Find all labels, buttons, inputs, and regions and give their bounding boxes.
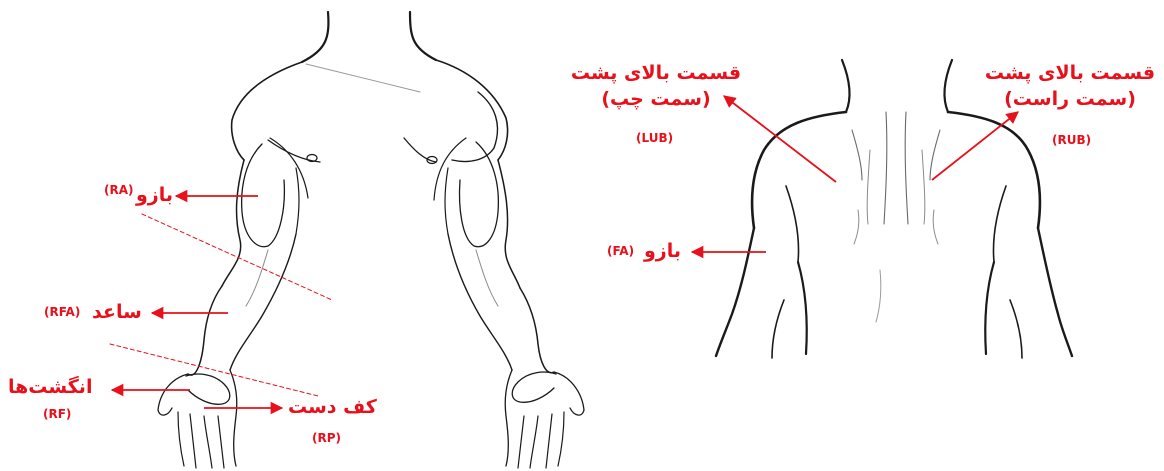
label-left-upper-back: قسمت بالای پشت (سمت چپ)	[566, 64, 746, 109]
label-right-upper-back-line2: (سمت راست)	[980, 90, 1160, 109]
label-left-upper-back-code: (LUB)	[636, 132, 673, 144]
label-arm-code: (RA)	[104, 184, 134, 196]
label-forearm: ساعد	[92, 303, 142, 322]
label-back-arm-code: (FA)	[607, 245, 634, 257]
label-arrows	[112, 96, 1018, 408]
label-back-arm: بازو	[644, 242, 681, 261]
label-arm: بازو	[136, 186, 173, 205]
label-right-upper-back-line1: قسمت بالای پشت	[980, 64, 1160, 83]
label-palm-code: (RP)	[312, 432, 341, 444]
arrow-right-upper-back	[932, 112, 1018, 180]
left-arm-figure	[404, 12, 584, 468]
label-right-upper-back-code: (RUB)	[1052, 134, 1091, 146]
label-fingers: انگشت‌ها	[8, 378, 92, 397]
label-left-upper-back-line1: قسمت بالای پشت	[566, 64, 746, 83]
label-palm: کف دست	[288, 398, 377, 417]
label-forearm-code: (RFA)	[44, 306, 80, 318]
label-left-upper-back-line2: (سمت چپ)	[566, 90, 746, 109]
label-fingers-code: (RF)	[43, 408, 71, 420]
label-right-upper-back: قسمت بالای پشت (سمت راست)	[980, 64, 1160, 109]
